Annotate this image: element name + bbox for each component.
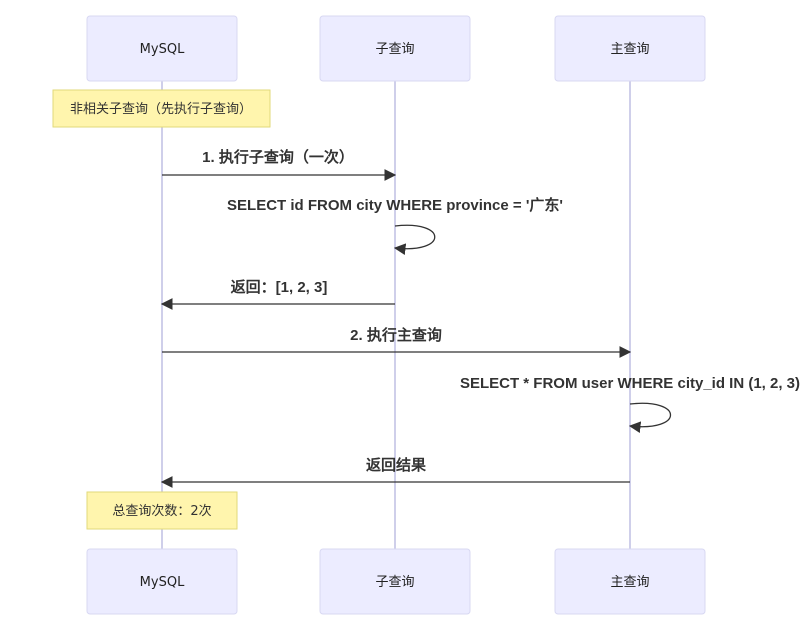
actor-mainquery-bottom: 主查询: [554, 548, 706, 615]
message-1-label: 1. 执行子查询（一次）: [202, 148, 354, 166]
actor-subquery-bottom-label: 子查询: [375, 575, 414, 590]
message-2-label: 返回：[1, 2, 3]: [231, 278, 328, 296]
actor-subquery-bottom: 子查询: [319, 548, 471, 615]
message-1: 1. 执行子查询（一次）: [162, 148, 397, 181]
message-2: 返回：[1, 2, 3]: [160, 278, 395, 310]
message-3-self-label: SELECT * FROM user WHERE city_id IN (1, …: [460, 375, 800, 392]
actor-mainquery-bottom-label: 主查询: [610, 575, 649, 590]
note-top-text: 非相关子查询（先执行子查询）: [70, 102, 252, 117]
message-1-self: SELECT id FROM city WHERE province = '广东…: [227, 196, 563, 255]
actor-mysql-top: MySQL: [86, 15, 238, 82]
actor-mysql-bottom: MySQL: [86, 548, 238, 615]
message-3-self: SELECT * FROM user WHERE city_id IN (1, …: [460, 375, 800, 433]
message-3: 2. 执行主查询: [162, 326, 632, 358]
note-top: 非相关子查询（先执行子查询）: [52, 89, 271, 128]
actor-subquery-top: 子查询: [319, 15, 471, 82]
note-bottom: 总查询次数：2次: [86, 491, 238, 530]
actor-mainquery-top: 主查询: [554, 15, 706, 82]
message-1-self-label: SELECT id FROM city WHERE province = '广东…: [227, 196, 563, 214]
actor-mysql-bottom-label: MySQL: [140, 575, 185, 590]
actor-subquery-top-label: 子查询: [375, 42, 414, 57]
message-4: 返回结果: [160, 456, 630, 488]
actor-mainquery-top-label: 主查询: [610, 42, 649, 57]
actor-mysql-top-label: MySQL: [140, 42, 185, 57]
note-bottom-text: 总查询次数：2次: [112, 503, 211, 519]
message-3-label: 2. 执行主查询: [350, 326, 442, 344]
message-4-label: 返回结果: [366, 456, 427, 474]
